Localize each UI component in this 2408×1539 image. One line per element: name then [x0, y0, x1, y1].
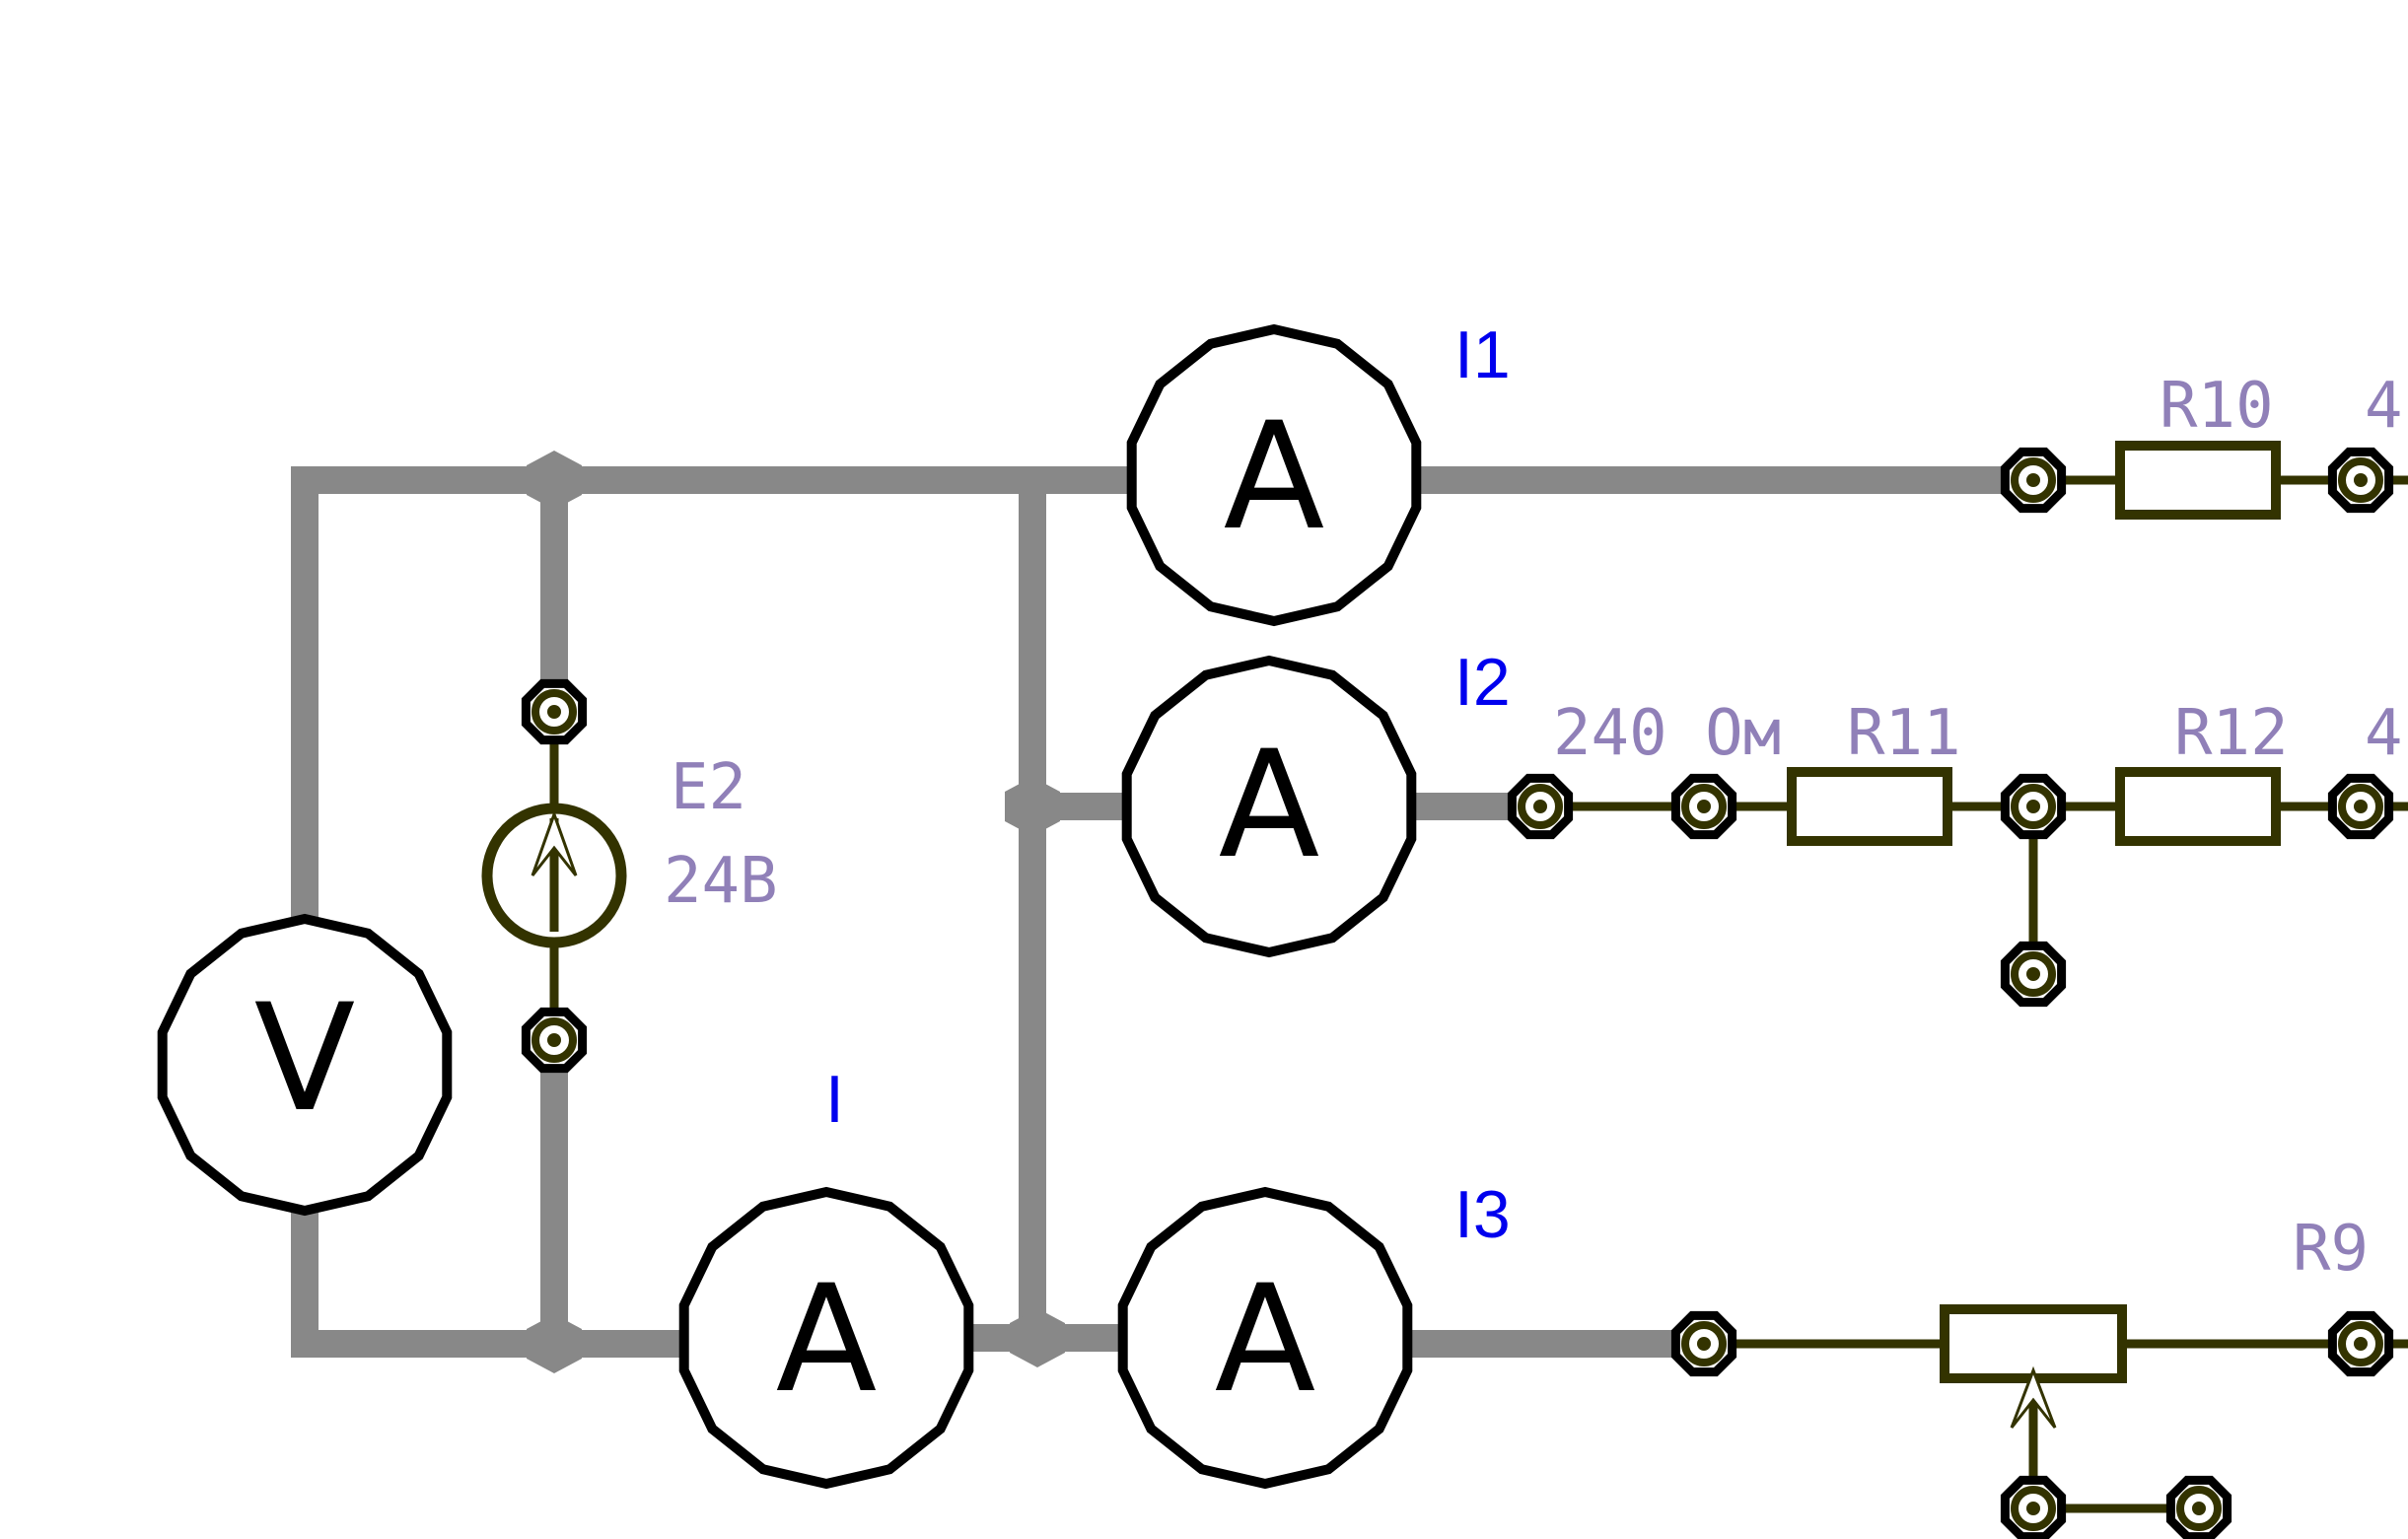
- terminal-dot: [1697, 800, 1711, 813]
- terminal-connector: [2000, 941, 2067, 1008]
- rheostat-wiper-arrow-icon: [2010, 1365, 2057, 1429]
- terminal-ring: [1681, 784, 1727, 829]
- junctions: [527, 451, 1065, 1373]
- resistor-r11: [1787, 767, 1952, 846]
- ammeter-i-name: I: [825, 1062, 844, 1137]
- r10-value-label: 4: [2365, 370, 2403, 443]
- terminal-dot: [2354, 1337, 2368, 1351]
- ammeter-i2: A I2: [1121, 645, 1511, 958]
- terminal-ring: [2176, 1486, 2222, 1531]
- terminal-connector: [1670, 1310, 1737, 1377]
- junction-node: [1005, 777, 1060, 836]
- terminal-ring: [2011, 951, 2056, 997]
- ammeter-i2-name: I2: [1454, 645, 1511, 720]
- terminal-ring: [2338, 1321, 2383, 1366]
- terminal-ring: [2338, 457, 2383, 503]
- ammeter-i-letter: A: [776, 1254, 878, 1426]
- ammeter-i1: A I1: [1126, 317, 1511, 627]
- terminal-dot: [1697, 1337, 1711, 1351]
- terminals: [521, 447, 2394, 1539]
- terminal-ring: [2011, 1486, 2056, 1531]
- r11-label: R11: [1847, 697, 1961, 770]
- ammeter-i: A I: [678, 1062, 974, 1490]
- component-labels: E2 24В R10 4 240 Ом R11 R12 4 R9: [664, 370, 2403, 1286]
- ammeter-i-body: [678, 1186, 974, 1490]
- ammeter-i3: A I3: [1117, 1177, 1511, 1490]
- junction-node: [1010, 1308, 1065, 1367]
- ammeter-i2-body: [1121, 655, 1417, 958]
- r12-value-label: 4: [2365, 697, 2403, 770]
- terminal-ring: [531, 1017, 577, 1063]
- terminal-dot: [2026, 800, 2040, 813]
- resistor-r12: [2115, 767, 2281, 846]
- terminal-ring: [2338, 784, 2383, 829]
- terminal-ring: [1518, 784, 1563, 829]
- ammeter-i1-name: I1: [1454, 317, 1511, 392]
- ammeter-i2-letter: A: [1219, 720, 1320, 891]
- ammeter-i3-letter: A: [1215, 1254, 1316, 1426]
- terminal-connector: [2000, 447, 2067, 514]
- ammeter-i1-body: [1126, 323, 1422, 627]
- terminal-dot: [2354, 800, 2368, 813]
- terminal-ring: [531, 689, 577, 735]
- terminal-dot: [2026, 1502, 2040, 1515]
- r12-label: R12: [2174, 697, 2289, 770]
- terminal-ring: [2011, 784, 2056, 829]
- terminal-dot: [2192, 1502, 2206, 1515]
- source-arrow-icon: [531, 809, 578, 876]
- top-rail-wire: [291, 466, 1134, 937]
- r9-label: R9: [2293, 1213, 2369, 1286]
- terminal-connector: [521, 1007, 588, 1074]
- terminal-connector: [2327, 1310, 2394, 1377]
- voltmeter-body: [157, 913, 453, 1217]
- terminal-connector: [2000, 1475, 2067, 1539]
- ammeter-i3-body: [1117, 1186, 1413, 1490]
- source-value-label: 24В: [664, 845, 778, 918]
- terminal-dot: [2026, 967, 2040, 981]
- terminal-dot: [1533, 800, 1547, 813]
- terminal-dot: [547, 1033, 561, 1047]
- terminal-dot: [2354, 473, 2368, 487]
- terminal-connector: [2327, 447, 2394, 514]
- resistors: [1787, 441, 2281, 1429]
- ammeter-i3-name: I3: [1454, 1177, 1511, 1252]
- voltmeter-letter: V: [254, 973, 356, 1145]
- junction-node: [527, 451, 582, 510]
- terminal-connector: [521, 678, 588, 745]
- terminal-connector: [1507, 773, 1574, 840]
- voltage-source-e2: [481, 803, 627, 948]
- voltmeter: V: [157, 913, 453, 1217]
- terminal-connector: [2327, 773, 2394, 840]
- terminal-connector: [2000, 773, 2067, 840]
- ammeter-i1-letter: A: [1224, 391, 1325, 563]
- terminal-ring: [1681, 1321, 1727, 1366]
- terminal-connector: [2165, 1475, 2232, 1539]
- terminal-connector: [1670, 773, 1737, 840]
- bottom-rail-wire: [291, 1183, 692, 1358]
- source-name-label: E2: [671, 751, 746, 824]
- terminal-dot: [2026, 473, 2040, 487]
- terminal-ring: [2011, 457, 2056, 503]
- terminal-dot: [547, 705, 561, 719]
- resistor-r10: [2115, 441, 2281, 520]
- junction-node: [527, 1314, 582, 1373]
- r10-label: R10: [2160, 370, 2274, 443]
- line2-value-label: 240 Ом: [1553, 697, 1781, 770]
